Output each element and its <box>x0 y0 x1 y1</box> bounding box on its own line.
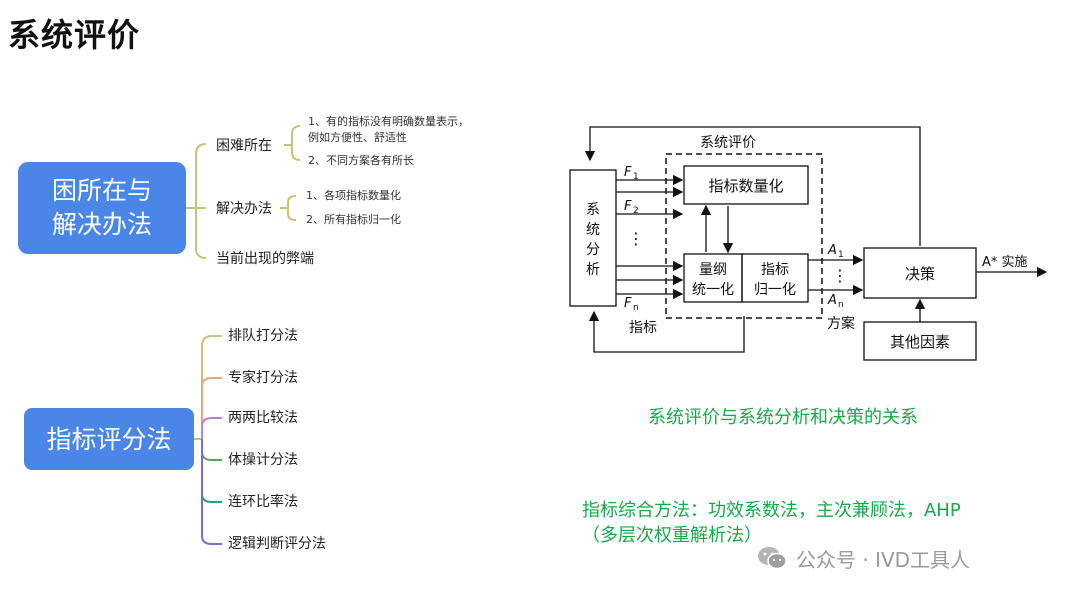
quantify-label: 指标数量化 <box>708 177 783 195</box>
plan-label: 方案 <box>827 315 855 332</box>
diagram-caption: 系统评价与系统分析和决策的关系 <box>648 407 918 428</box>
fn-sub: n <box>633 303 639 313</box>
decision-box <box>863 247 977 299</box>
quantify-box <box>683 165 809 205</box>
a1-sub: 1 <box>838 250 844 260</box>
difficulty-note-1: 1、有的指标没有明确数量表示， <box>308 114 469 128</box>
fn-label: F <box>624 296 632 311</box>
normalize-label-1: 指标 <box>761 262 789 278</box>
system-analysis-char-1: 系 <box>586 202 600 218</box>
a1-label: A <box>827 243 837 258</box>
solution-note-2: 2、所有指标归一化 <box>306 212 401 226</box>
normalize-box <box>741 253 809 303</box>
unify-label-1: 量纲 <box>699 262 727 278</box>
root-node-scoring[interactable] <box>24 408 194 470</box>
root-node-scoring-label: 指标评分法 <box>46 425 171 454</box>
wechat-icon <box>756 543 788 573</box>
root-node-difficulty[interactable] <box>18 162 186 254</box>
f1-label: F <box>624 165 632 180</box>
mind-maps: 困所在与 解决办法 困难所在 解决办法 当前出现的弊端 1、有的指标没有明确数量… <box>18 114 469 552</box>
f-vdots: ⋮ <box>628 229 644 248</box>
eval-label: 系统评价 <box>700 135 756 151</box>
decision-label: 决策 <box>905 265 935 283</box>
normalize-label-2: 归一化 <box>754 281 796 298</box>
other-factors-label: 其他因素 <box>890 333 950 351</box>
system-analysis-box <box>569 169 617 307</box>
method-chain-ratio[interactable]: 连环比率法 <box>228 493 298 510</box>
system-analysis-char-3: 分 <box>586 242 600 258</box>
root-node-line-1: 困所在与 <box>52 176 152 205</box>
an-label: A <box>827 293 837 308</box>
system-analysis-char-2: 统 <box>586 222 600 238</box>
method-pairwise[interactable]: 两两比较法 <box>228 410 298 426</box>
an-sub: n <box>838 300 844 310</box>
output-label: A* 实施 <box>982 255 1028 270</box>
method-gymnastics[interactable]: 体操计分法 <box>228 452 298 468</box>
root-node-line-2: 解决办法 <box>52 210 152 239</box>
method-text: 指标综合方法：功效系数法，主次兼顾法，AHP（多层次权重解析法） <box>582 500 961 546</box>
unify-label-2: 统一化 <box>692 282 734 298</box>
difficulty-note-3: 2、不同方案各有所长 <box>308 153 414 167</box>
method-queue-scoring[interactable]: 排队打分法 <box>228 327 298 344</box>
solution-note-1: 1、各项指标数量化 <box>306 188 401 202</box>
branch-solution[interactable]: 解决办法 <box>216 201 272 217</box>
branch-drawbacks[interactable]: 当前出现的弊端 <box>216 250 314 267</box>
f2-sub: 2 <box>633 206 639 216</box>
system-analysis-char-4: 析 <box>586 262 600 278</box>
f2-label: F <box>624 199 632 214</box>
watermark: 公众号 · IVD工具人 <box>756 541 970 575</box>
f1-sub: 1 <box>633 172 639 182</box>
branch-difficulty[interactable]: 困难所在 <box>216 138 272 154</box>
method-expert-scoring[interactable]: 专家打分法 <box>228 369 298 386</box>
a-vdots: ⋮ <box>832 266 848 285</box>
page-title: 系统评价 <box>8 16 141 54</box>
branch-connector <box>186 143 207 259</box>
difficulty-note-2: 例如方便性、舒适性 <box>308 130 407 144</box>
method-logic-judgment[interactable]: 逻辑判断评分法 <box>228 536 326 552</box>
watermark-text: 公众号 · IVD工具人 <box>796 547 971 572</box>
indicator-label: 指标 <box>629 320 657 336</box>
